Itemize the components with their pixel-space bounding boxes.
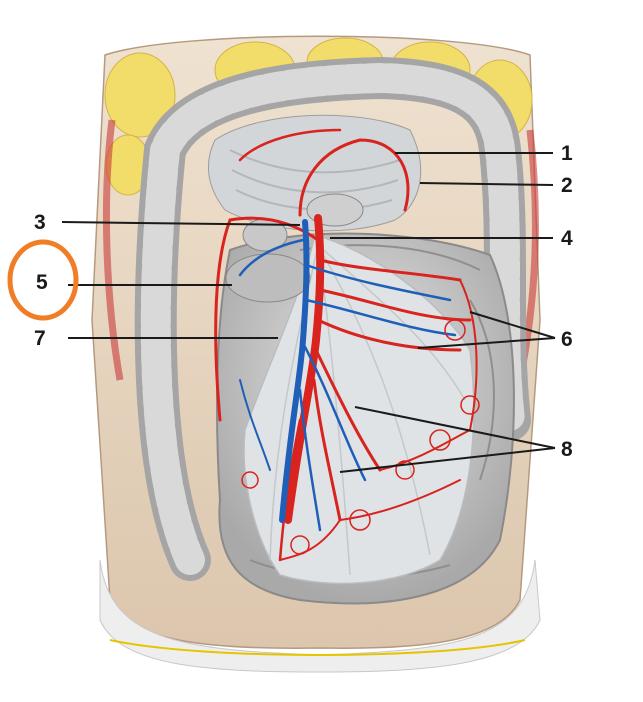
- leader-line-3: [61, 221, 301, 226]
- label-8: 8: [561, 438, 573, 461]
- label-6: 6: [561, 328, 573, 351]
- label-3: 3: [34, 211, 46, 234]
- highlight-circle: [7, 239, 79, 321]
- peritoneum-lower: [99, 559, 541, 673]
- leader-line-6b: [417, 337, 556, 349]
- leader-line-2: [419, 182, 554, 186]
- duodenum: [225, 253, 311, 303]
- label-5: 5: [36, 271, 48, 294]
- superior-mesenteric-vein-branches: [238, 219, 457, 532]
- leader-line-8b: [339, 447, 556, 473]
- leader-lines: [61, 152, 556, 473]
- label-4: 4: [561, 227, 573, 250]
- superior-mesenteric-artery-branches: [214, 128, 478, 562]
- label-2: 2: [561, 174, 573, 197]
- label-1: 1: [561, 142, 573, 165]
- label-7: 7: [34, 327, 46, 350]
- leader-line-8a: [354, 406, 556, 449]
- leader-line-6a: [469, 311, 556, 339]
